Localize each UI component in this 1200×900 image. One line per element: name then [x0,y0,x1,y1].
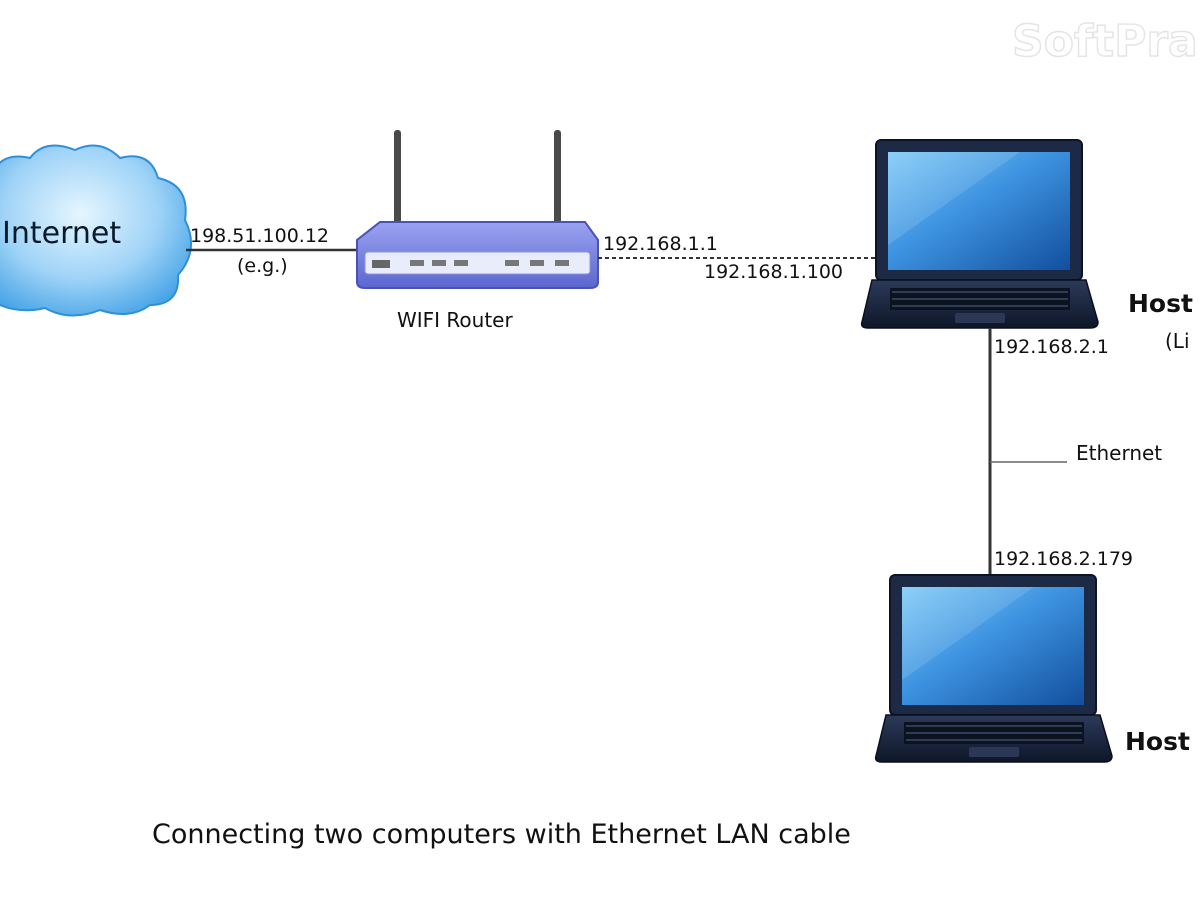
host-bottom-label: Host [1125,727,1190,756]
laptop-top-icon [860,139,1099,329]
router-lan-ip-label: 192.168.1.1 [603,233,718,255]
internet-cloud-icon [0,144,193,317]
diagram-caption: Connecting two computers with Ethernet L… [152,819,851,850]
host-bottom-eth-ip-label: 192.168.2.179 [994,548,1133,570]
host-top-eth-ip-label: 192.168.2.1 [994,336,1109,358]
internet-label: Internet [2,216,121,251]
public-ip-label: 198.51.100.12 [190,225,329,247]
wifi-router-icon [356,130,599,289]
watermark-text: SoftPra [1012,16,1198,67]
ethernet-label: Ethernet [1076,441,1162,465]
host-wifi-ip-label: 192.168.1.100 [704,261,843,283]
router-label: WIFI Router [397,308,513,332]
laptop-bottom-icon [874,574,1113,763]
host-top-sublabel: (Li [1165,329,1190,353]
host-top-label: Host [1128,289,1193,318]
public-ip-note: (e.g.) [237,255,288,277]
